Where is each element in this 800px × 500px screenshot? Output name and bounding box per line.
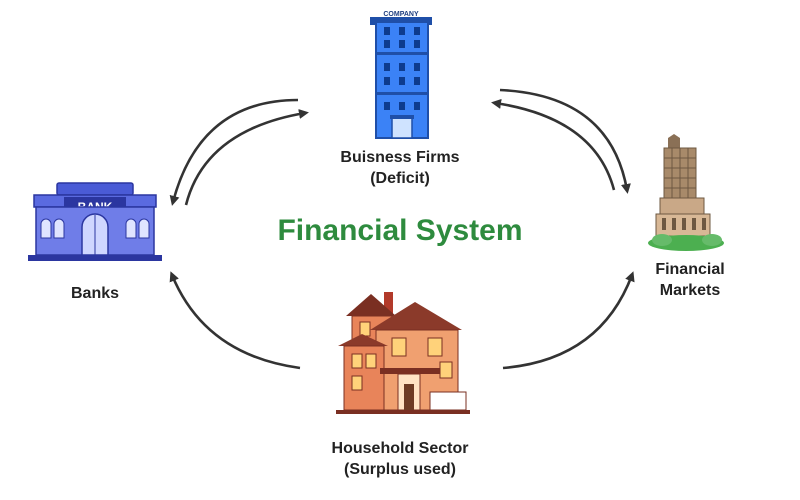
firms-label-line2: (Deficit) xyxy=(370,170,430,187)
banks-label: Banks xyxy=(70,285,120,302)
household-label-line2: (Surplus used) xyxy=(343,461,456,478)
markets-label-line1: Financial xyxy=(655,261,725,278)
node-label-household: Household Sector (Surplus used) xyxy=(300,438,500,480)
arrow-household-to-markets xyxy=(502,271,635,370)
house-icon xyxy=(336,292,470,414)
firms-label-line1: Buisness Firms xyxy=(340,149,460,166)
bank-building-icon: BANK xyxy=(28,182,162,261)
node-label-markets: Financial Markets xyxy=(630,259,750,301)
node-label-firms: Buisness Firms (Deficit) xyxy=(300,147,500,189)
arrow-markets-to-firms xyxy=(491,98,616,191)
company-building-icon: COMPANY xyxy=(370,11,432,139)
arrow-firms-to-markets xyxy=(499,88,631,194)
diagram-title: Financial System xyxy=(277,214,523,247)
household-label-line1: Household Sector xyxy=(331,440,469,457)
markets-label-line2: Markets xyxy=(659,282,721,299)
arrow-household-to-banks xyxy=(169,271,301,370)
stock-exchange-tower-icon xyxy=(648,134,724,251)
arrows xyxy=(169,88,635,370)
arrow-banks-to-firms xyxy=(184,109,309,206)
company-sign-text: COMPANY xyxy=(383,11,419,18)
arrow-firms-to-banks xyxy=(169,98,299,206)
node-label-banks: Banks xyxy=(45,283,145,304)
